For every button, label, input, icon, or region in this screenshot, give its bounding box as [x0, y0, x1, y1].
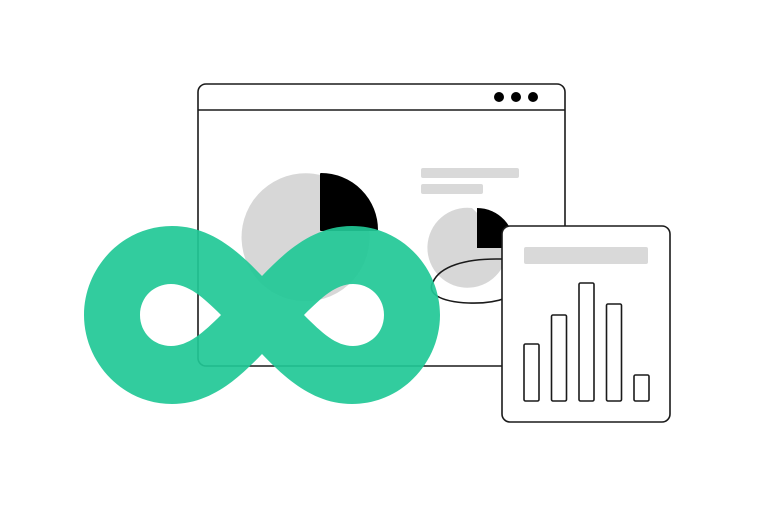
bar-chart-card — [501, 225, 671, 423]
bar-chart-icon — [523, 282, 650, 402]
large-pie-black-slice — [320, 173, 378, 231]
small-pie-chart-icon — [427, 207, 515, 304]
infinity-icon — [84, 226, 440, 404]
infinity-shape — [84, 226, 440, 404]
text-placeholder-line-2 — [421, 184, 483, 194]
bar-chart-title-placeholder — [524, 247, 648, 264]
browser-window — [197, 83, 566, 367]
bar-4 — [605, 303, 623, 402]
bar-2 — [550, 314, 568, 402]
bar-3 — [578, 282, 595, 402]
bar-5 — [633, 374, 650, 402]
three-dots-icon[interactable] — [494, 92, 538, 102]
bar-1 — [523, 343, 540, 402]
text-placeholder-line-1 — [421, 168, 519, 178]
